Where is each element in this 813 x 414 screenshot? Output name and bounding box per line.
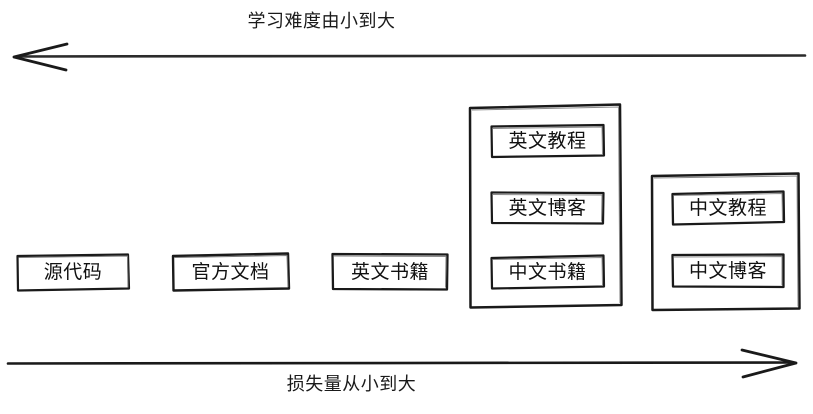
- node-english-tutorial[interactable]: 英文教程: [489, 123, 606, 159]
- sketch-border: [171, 252, 291, 292]
- sketch-border: [671, 190, 786, 226]
- arrow-right-icon: [6, 348, 798, 379]
- sketch-border: [16, 253, 131, 292]
- node-official-docs[interactable]: 官方文档: [170, 251, 291, 293]
- node-chinese-blog[interactable]: 中文博客: [670, 252, 786, 290]
- node-label: 官方文档: [191, 260, 270, 283]
- node-chinese-books[interactable]: 中文书籍: [489, 253, 606, 291]
- sketch-border: [331, 252, 449, 291]
- node-english-blog[interactable]: 英文博客: [489, 190, 606, 226]
- arrow-left-icon: [12, 42, 807, 72]
- node-label: 英文教程: [508, 129, 587, 152]
- node-label: 源代码: [43, 260, 103, 283]
- bottom-axis-label: 损失量从小到大: [286, 374, 417, 395]
- node-label: 中文书籍: [508, 260, 587, 283]
- node-english-books[interactable]: 英文书籍: [330, 251, 450, 293]
- node-label: 中文博客: [688, 259, 767, 282]
- node-source-code[interactable]: 源代码: [15, 252, 131, 292]
- sketch-border: [490, 254, 606, 290]
- node-chinese-tutorial[interactable]: 中文教程: [670, 189, 786, 227]
- sketch-border: [490, 123, 606, 159]
- node-label: 英文博客: [508, 196, 587, 219]
- top-axis-label: 学习难度由小到大: [247, 11, 396, 32]
- node-label: 英文书籍: [350, 260, 429, 283]
- node-label: 中文教程: [688, 196, 767, 219]
- sketch-border: [671, 253, 785, 289]
- sketch-border: [490, 191, 605, 225]
